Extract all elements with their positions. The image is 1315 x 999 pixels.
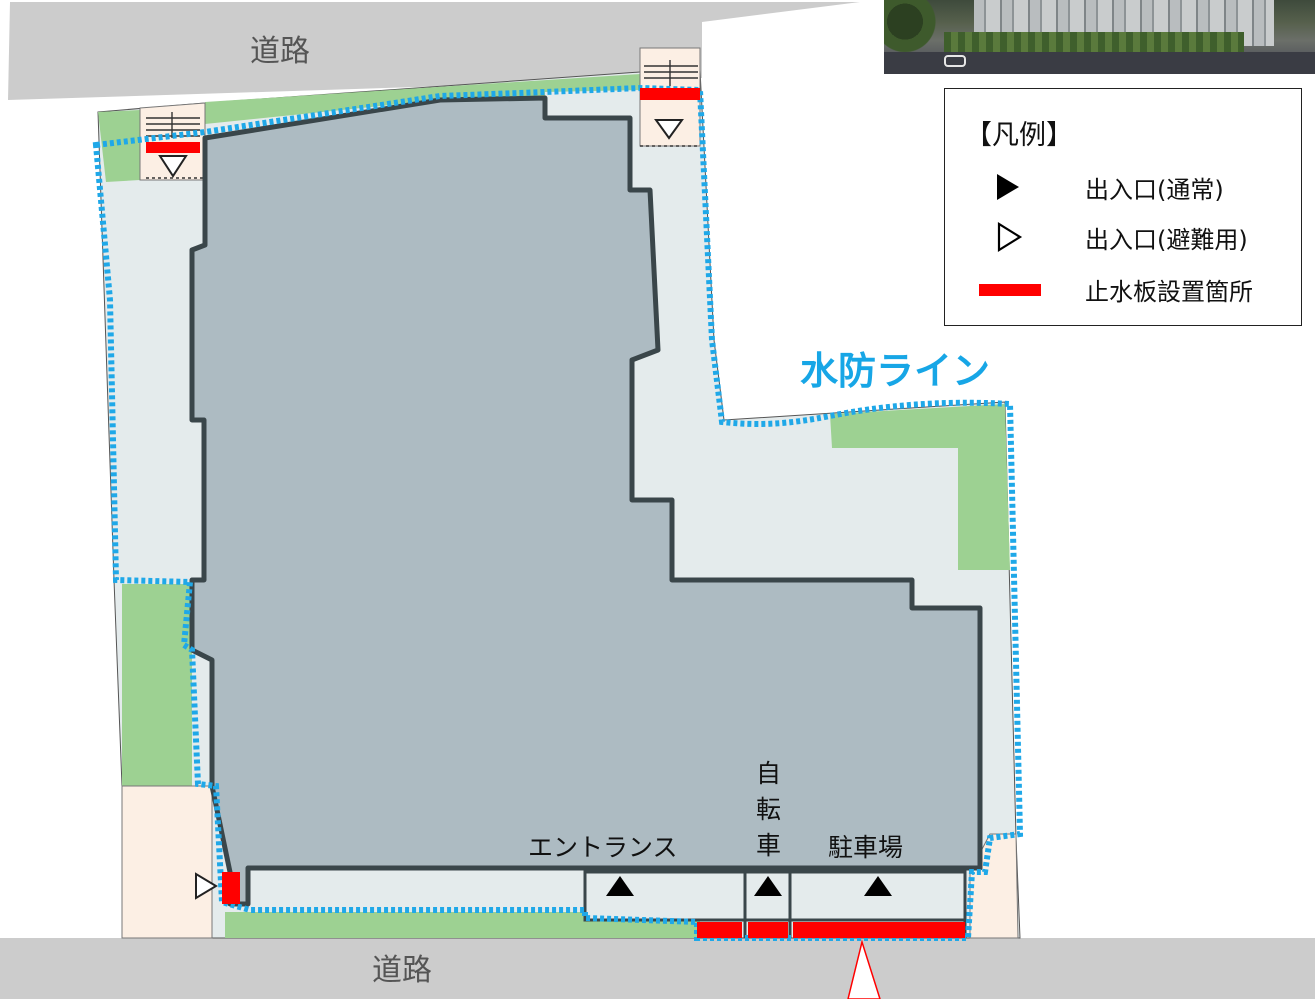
evac-entrance-top-right-icon <box>654 119 684 140</box>
legend-item-normal-entrance: 出入口(通常) <box>973 169 1224 205</box>
flood-line-label: 水防ライン <box>800 349 990 393</box>
flood-defense-line <box>92 84 1024 941</box>
buff-area-bottom-left <box>121 785 213 939</box>
parking-label: 駐車場 <box>828 833 903 862</box>
legend-label-normal: 出入口(通常) <box>1085 175 1224 204</box>
barrier-top-left <box>146 142 200 153</box>
legend: 【凡例】 出入口(通常) 出入口(避難用) 止水板設置箇所 <box>944 88 1302 326</box>
open-triangle-icon <box>997 222 1023 252</box>
barrier-left-entrance <box>222 872 240 904</box>
barrier-bottom-3 <box>793 922 965 938</box>
legend-item-evac-entrance: 出入口(避難用) <box>973 219 1248 255</box>
road-top <box>8 2 860 100</box>
callout-pointer <box>847 939 881 999</box>
barrier-top-right <box>640 88 700 100</box>
road-label-top: 道路 <box>250 34 310 69</box>
photo-road <box>884 52 1315 74</box>
legend-label-barrier: 止水板設置箇所 <box>1085 277 1253 306</box>
evac-entrance-left-icon <box>195 872 218 900</box>
green-right-block <box>830 404 1010 570</box>
road-bottom <box>0 938 1315 999</box>
legend-title: 【凡例】 <box>965 120 1073 151</box>
photo-trees <box>884 0 954 54</box>
green-top-left <box>98 110 140 182</box>
evac-entrance-top-left-icon <box>158 155 188 178</box>
barrier-bottom-2 <box>748 922 788 938</box>
stairs-top-right <box>640 60 700 147</box>
bicycle-label-1: 自 <box>756 759 781 788</box>
green-left-strip <box>122 584 192 790</box>
legend-label-evac: 出入口(避難用) <box>1085 225 1248 254</box>
bicycle-label-2: 転 <box>756 795 781 824</box>
entrance-normal-icon <box>606 876 634 896</box>
legend-item-barrier: 止水板設置箇所 <box>973 271 1253 307</box>
photo-road-marking <box>944 55 966 67</box>
green-bottom-strip <box>225 912 700 938</box>
filled-triangle-icon <box>997 174 1019 200</box>
parking-entrance-icon <box>864 876 892 896</box>
road-label-bottom: 道路 <box>372 953 432 988</box>
bicycle-label-3: 車 <box>756 831 781 860</box>
photo-hedge <box>944 32 1244 52</box>
site-photo <box>884 0 1315 74</box>
entrance-label: エントランス <box>528 833 678 862</box>
building-footprint <box>189 95 983 907</box>
red-bar-icon <box>979 284 1041 296</box>
barrier-bottom-1 <box>697 922 742 938</box>
bicycle-entrance-icon <box>754 876 782 896</box>
